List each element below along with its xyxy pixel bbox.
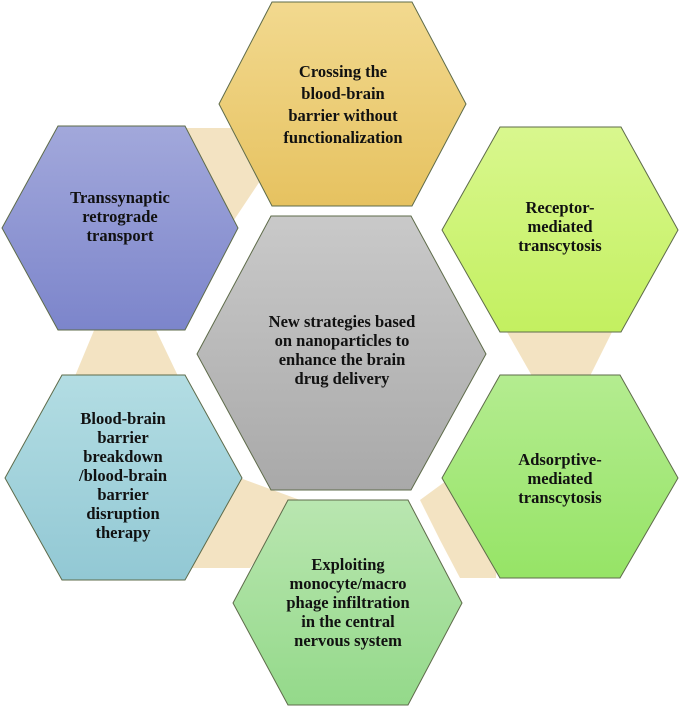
hexagon-bottom-left [4,374,243,581]
hexagon-bottom [232,499,463,706]
hexagon-center [196,215,487,491]
hexagon-top-left [1,125,239,331]
connector-right-bottom-to-right-top [507,332,612,376]
connector-top-left-to-bottom-left [75,328,178,376]
hexagon-top [218,1,467,207]
hexagon-top-right [441,126,679,333]
hexagon-bottom-right [441,374,679,579]
